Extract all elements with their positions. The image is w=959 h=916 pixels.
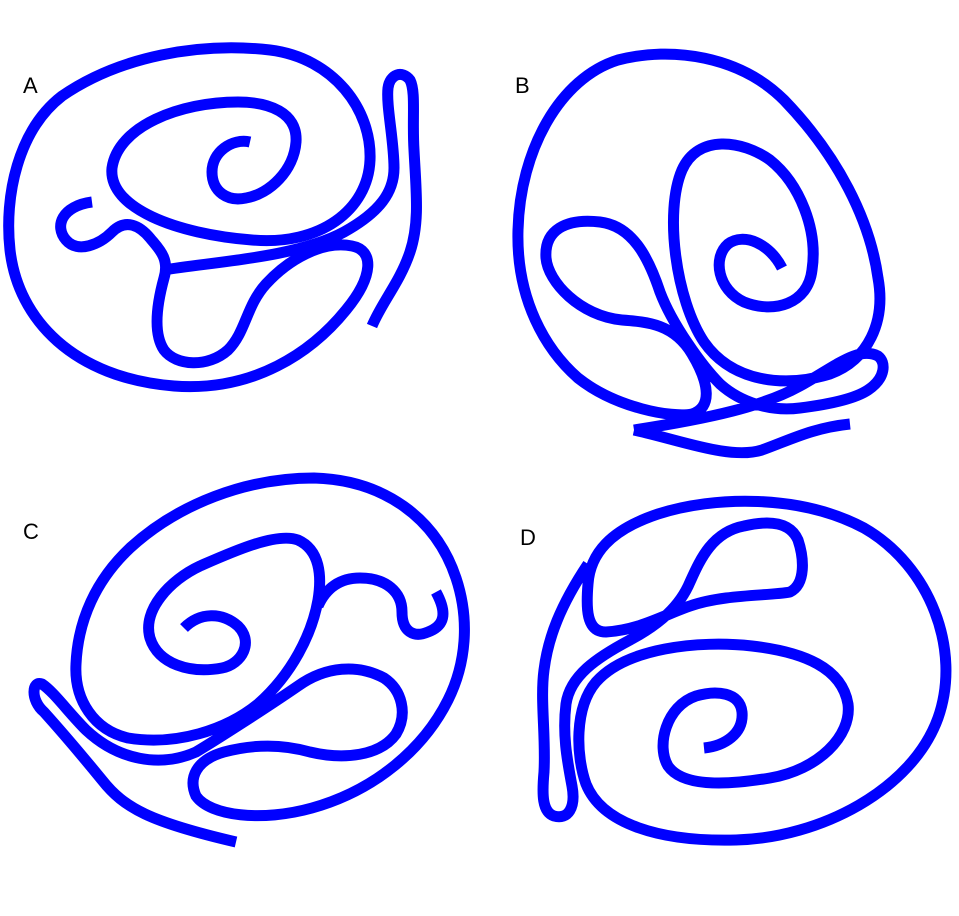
panel-b: B (512, 48, 889, 459)
panel-b-tail (632, 418, 851, 459)
panel-label-a: A (23, 73, 38, 98)
panel-label-c: C (23, 519, 39, 544)
panel-b-curve (512, 48, 889, 436)
panel-d: D (520, 495, 952, 846)
panel-d-curve (537, 495, 952, 846)
panel-c-hook (312, 572, 449, 640)
panel-label-b: B (515, 73, 530, 98)
panel-label-d: D (520, 525, 536, 550)
panel-a-curve (3, 42, 376, 393)
panel-c: C (23, 472, 470, 848)
panel-a-tail (163, 69, 422, 329)
panel-c-curve (28, 472, 470, 848)
panel-a: A (3, 42, 422, 393)
